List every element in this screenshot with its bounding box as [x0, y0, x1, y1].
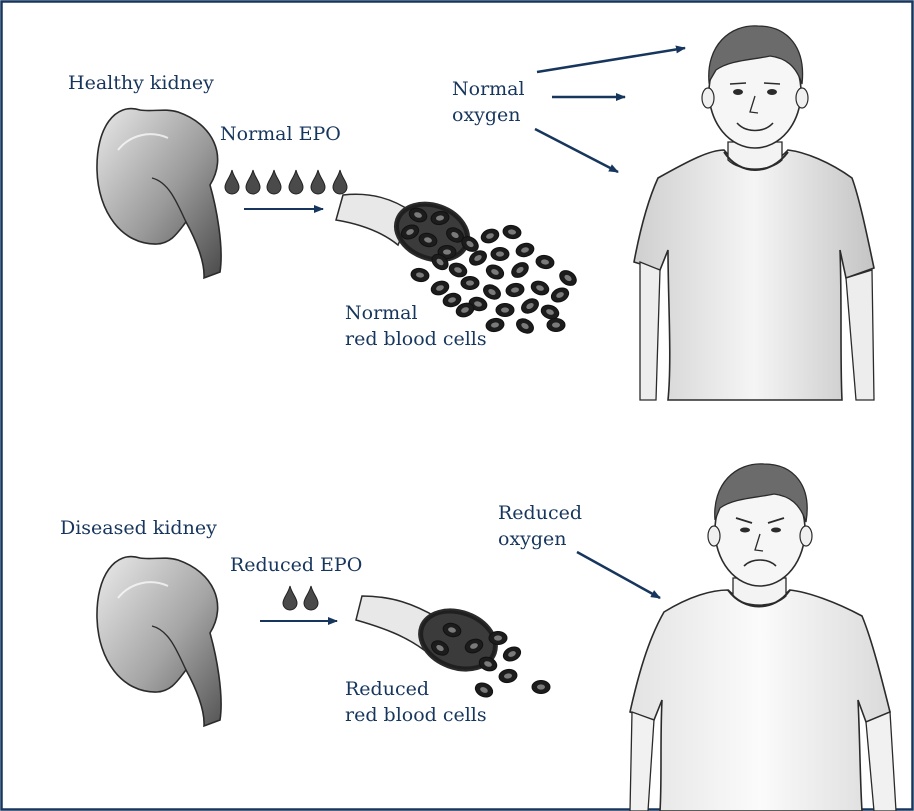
oxygen-label-normal-line2: oxygen: [452, 102, 525, 128]
kidney-label-diseased: Diseased kidney: [60, 516, 217, 540]
epo-label-normal: Normal EPO: [220, 122, 341, 146]
cells-label-normal: Normal red blood cells: [345, 300, 487, 352]
cells-label-normal-line2: red blood cells: [345, 326, 487, 352]
cells-label-reduced-line1: Reduced: [345, 676, 487, 702]
epo-drops-reduced: [283, 586, 318, 610]
epo-drop-icon: [304, 586, 318, 610]
oxygen-arrow-reduced: [577, 552, 660, 598]
oxygen-label-reduced: Reduced oxygen: [498, 500, 582, 552]
cells-label-reduced-line2: red blood cells: [345, 702, 487, 728]
epo-drop-icon: [283, 586, 297, 610]
kidney-label-healthy: Healthy kidney: [68, 71, 214, 95]
oxygen-label-normal: Normal oxygen: [452, 76, 525, 128]
cells-label-reduced: Reduced red blood cells: [345, 676, 487, 728]
cells-label-normal-line1: Normal: [345, 300, 487, 326]
red-blood-cell-center: [494, 635, 502, 640]
kidney-icon: [97, 557, 221, 726]
epo-label-reduced: Reduced EPO: [230, 553, 362, 577]
person-icon: [630, 464, 896, 811]
red-blood-cell-center: [537, 684, 545, 689]
oxygen-label-reduced-line1: Reduced: [498, 500, 582, 526]
oxygen-label-normal-line1: Normal: [452, 76, 525, 102]
oxygen-label-reduced-line2: oxygen: [498, 526, 582, 552]
